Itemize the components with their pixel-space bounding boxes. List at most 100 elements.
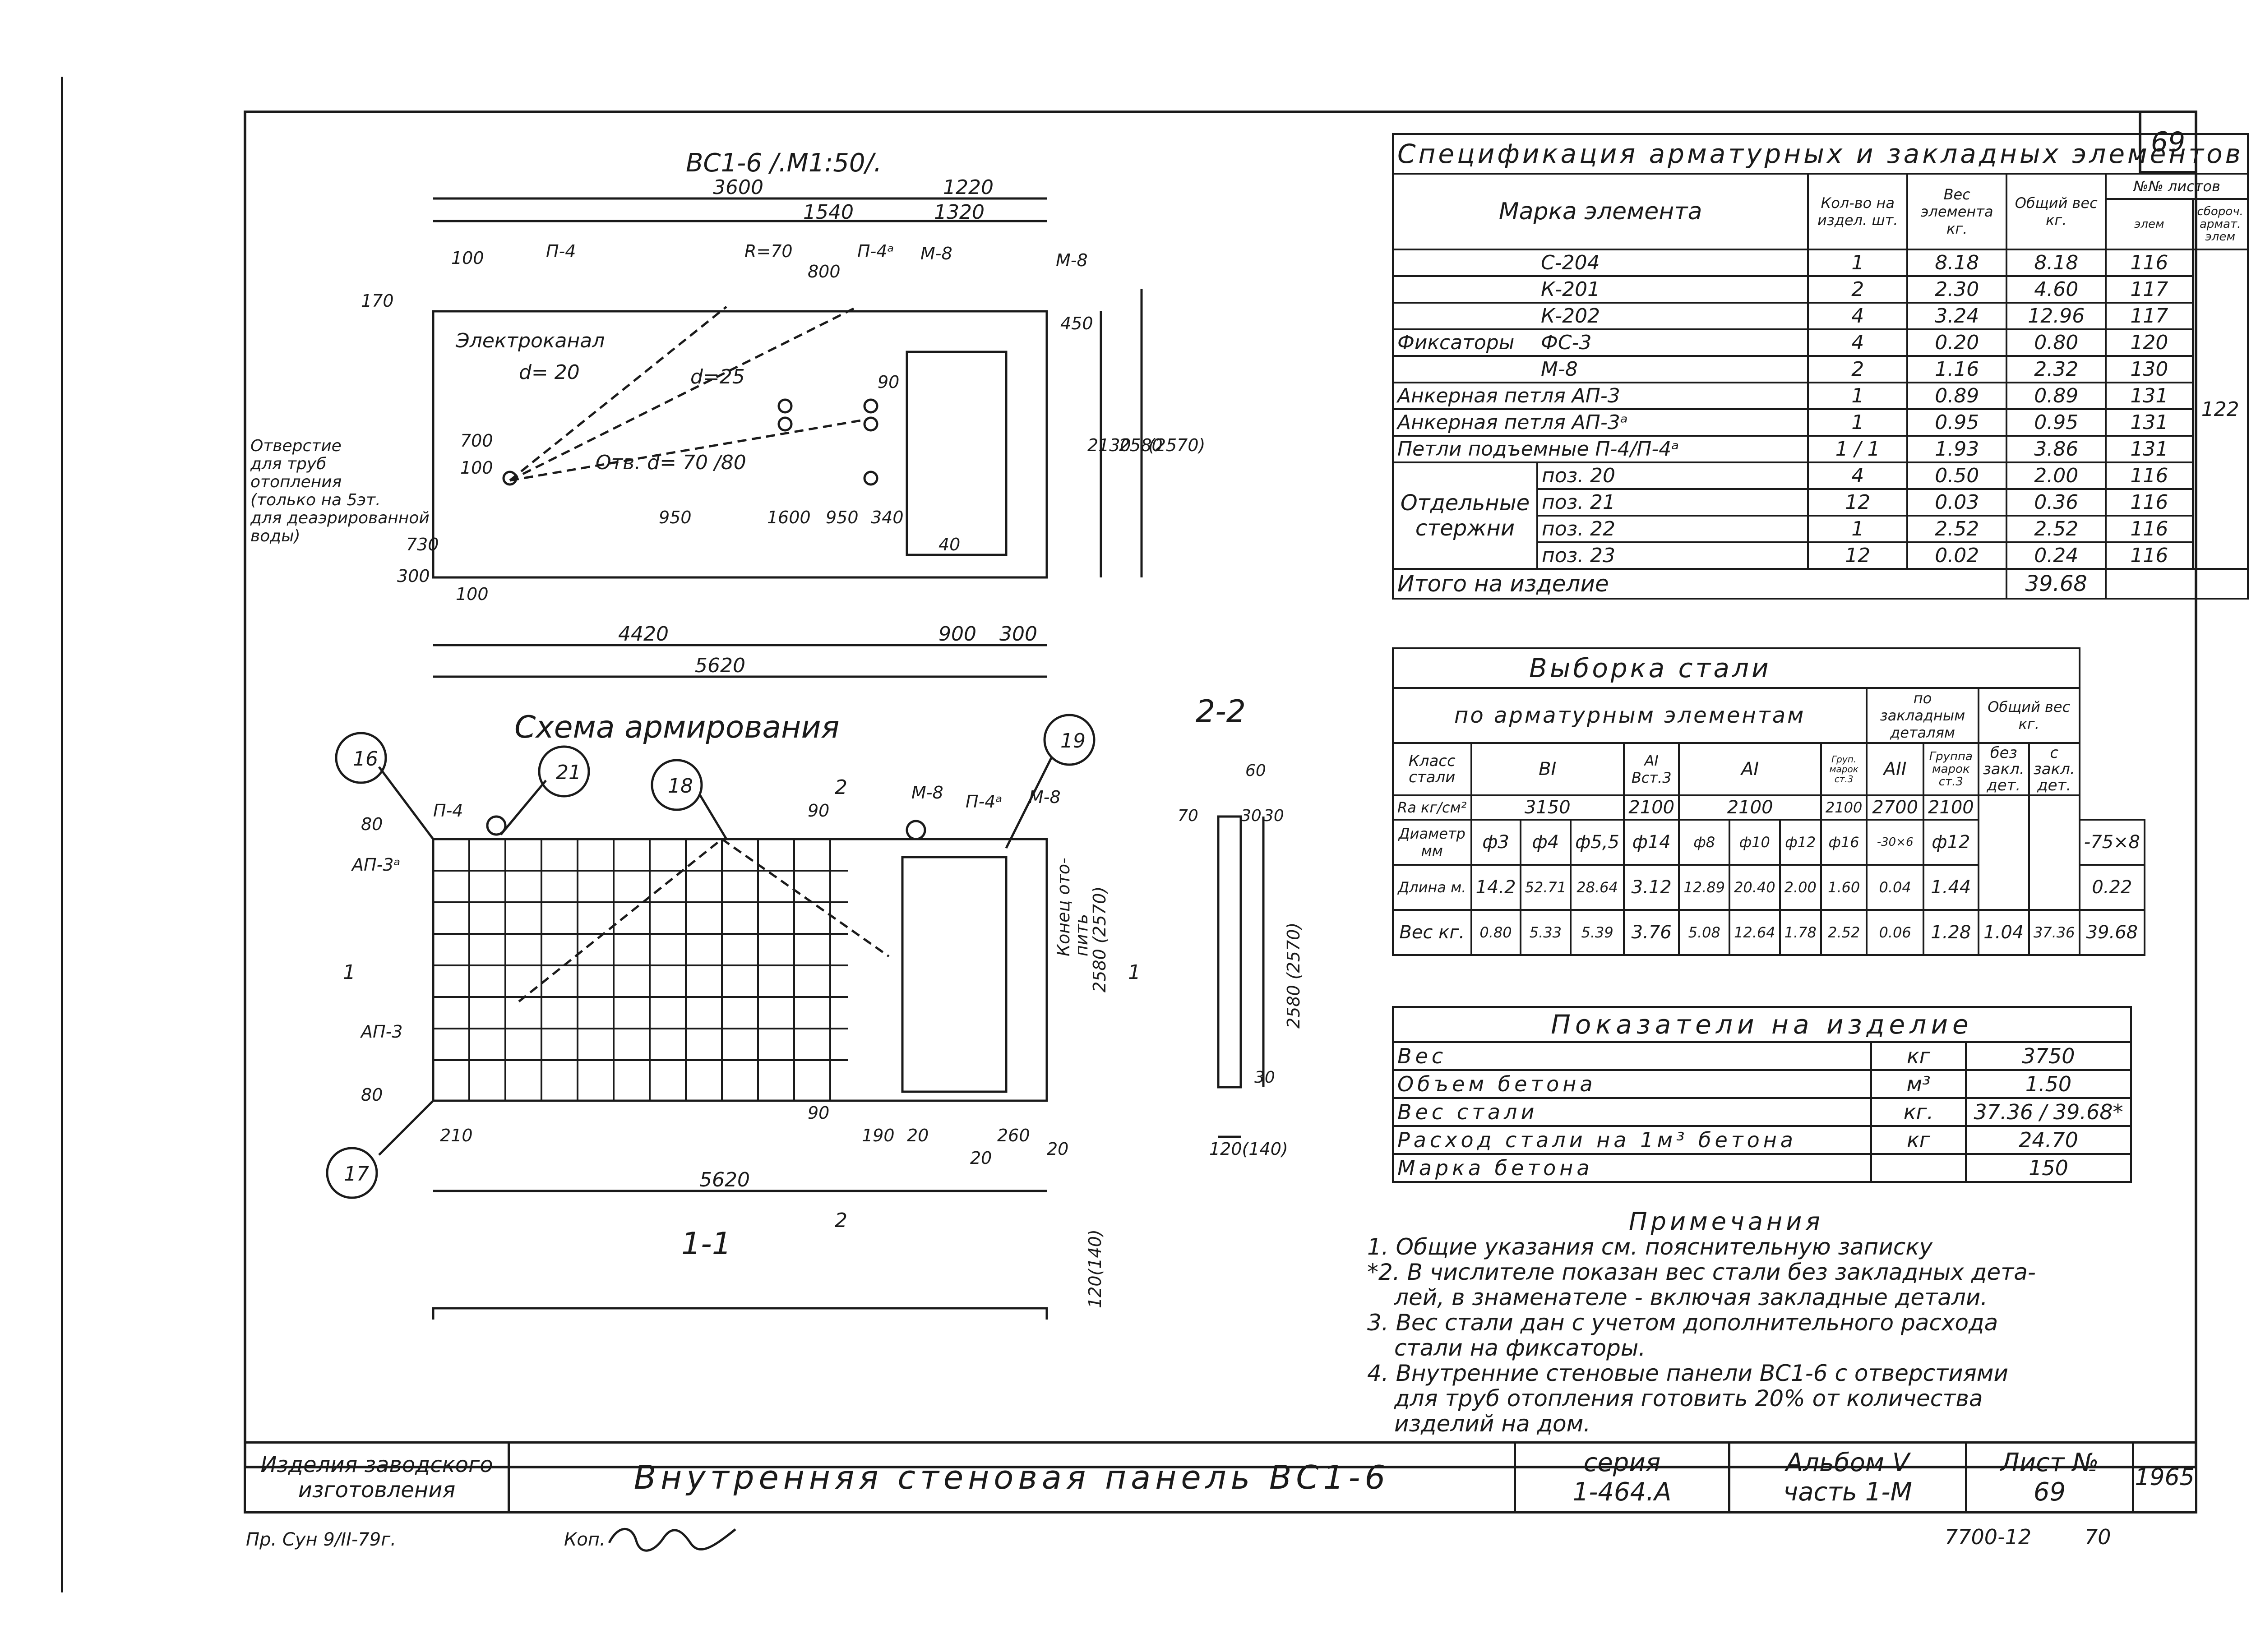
s11-120: 120(140) bbox=[1085, 1229, 1105, 1308]
note-line: 3. Вес стали дан с учетом дополнительног… bbox=[1367, 1310, 1998, 1336]
spec-head-total: Общий вес кг. bbox=[2006, 173, 2107, 250]
sheet-frame bbox=[244, 111, 2197, 1468]
indicators-table: Показатели на изделие Вес кг 3750 Объем … bbox=[1392, 1006, 2132, 1183]
dim-5620-b: 5620 bbox=[699, 1168, 750, 1191]
indicators-title: Показатели на изделие bbox=[1392, 1006, 2132, 1043]
spec-head-mark: Марка элемента bbox=[1392, 173, 1809, 250]
dim-100-b: 100 bbox=[456, 584, 489, 604]
s22-30a: 30 bbox=[1241, 807, 1262, 825]
dim-2130: 2130 bbox=[1087, 435, 1131, 455]
steel-total-weight: Общий вес кг. bbox=[1977, 687, 2080, 744]
s22-120: 120(140) bbox=[1209, 1139, 1288, 1159]
s22-30c: 30 bbox=[1254, 1068, 1275, 1087]
note-line: стали на фиксаторы. bbox=[1394, 1335, 1646, 1361]
steel-total-with-emb: 39.68 bbox=[2078, 909, 2146, 956]
drawing-area: ВС1-6 /.М1:50/. Схема армирования 2-2 1-… bbox=[250, 148, 1304, 1320]
indicator-row: Расход стали на 1м³ бетона кг 24.70 bbox=[1392, 1125, 2132, 1155]
spec-table: Спецификация арматурных и закладных элем… bbox=[1392, 133, 2249, 600]
door-opening bbox=[906, 351, 1008, 556]
note-line: лей, в знаменателе - включая закладные д… bbox=[1394, 1284, 1988, 1311]
notes-block: Примечания 1. Общие указания см. пояснит… bbox=[1367, 1209, 2179, 1437]
dim-340: 340 bbox=[871, 508, 904, 527]
label-ap3: АП-3 bbox=[360, 1022, 402, 1042]
spec-sub-elem: элем bbox=[2105, 198, 2194, 250]
cut-2-bottom: 2 bbox=[835, 1209, 847, 1232]
label-p4a-reinf: П-4ᵃ bbox=[966, 792, 1002, 812]
dim-450: 450 bbox=[1060, 314, 1093, 333]
dim-1220: 1220 bbox=[943, 176, 994, 199]
spec-total-value: 39.68 bbox=[2006, 568, 2107, 600]
note-line: изделий на дом. bbox=[1394, 1411, 1591, 1437]
dim-190: 190 bbox=[862, 1126, 895, 1145]
label-hole-5: для деаэрированной bbox=[250, 509, 430, 527]
tb-year: 1965 bbox=[2132, 1441, 2197, 1514]
indicator-row: Вес стали кг. 37.36 / 39.68* bbox=[1392, 1097, 2132, 1127]
steel-table: Выборка стали по арматурным элементам по… bbox=[1392, 647, 2146, 956]
dim-900: 900 bbox=[938, 623, 976, 646]
label-p4a: П-4ᵃ bbox=[857, 241, 894, 261]
dim-90-reinf-a: 90 bbox=[808, 801, 829, 821]
indicator-row: Объем бетона м³ 1.50 bbox=[1392, 1069, 2132, 1099]
footer-page: 70 bbox=[2085, 1525, 2111, 1549]
callout-18: 18 bbox=[668, 775, 693, 798]
steel-title: Выборка стали bbox=[1392, 647, 2080, 689]
reinf-title: Схема армирования bbox=[514, 710, 840, 745]
label-hole-2: для труб bbox=[250, 455, 326, 473]
label-hole-4: (только на 5эт. bbox=[250, 491, 381, 509]
dim-20-a: 20 bbox=[907, 1126, 929, 1145]
steel-class-label: Класс стали bbox=[1392, 742, 1472, 796]
label-pipe-end-2: пить bbox=[1072, 914, 1091, 956]
spec-title: Спецификация арматурных и закладных элем… bbox=[1392, 133, 2249, 175]
label-d25: d=25 bbox=[690, 365, 745, 388]
steel-diam-label: Диаметр мм bbox=[1392, 819, 1472, 866]
tb-sheet: Лист № 69 bbox=[1965, 1441, 2134, 1514]
dim-210: 210 bbox=[440, 1126, 473, 1145]
label-hole-d70: Отв. d= 70 /80 bbox=[596, 451, 746, 474]
note-line: для труб отопления готовить 20% от колич… bbox=[1394, 1385, 1983, 1412]
label-m8-reinf: М-8 bbox=[911, 783, 943, 803]
label-d20: d= 20 bbox=[519, 361, 580, 384]
section-22-label: 2-2 bbox=[1196, 694, 1246, 729]
indicator-row: Марка бетона 150 bbox=[1392, 1153, 2132, 1183]
dim-170: 170 bbox=[361, 291, 394, 311]
dim-3600: 3600 bbox=[713, 176, 763, 199]
section-11-label: 1-1 bbox=[681, 1226, 731, 1262]
elevation-title: ВС1-6 /.М1:50/. bbox=[686, 148, 882, 178]
reinf-panel bbox=[432, 838, 1048, 1102]
callout-17: 17 bbox=[344, 1163, 369, 1186]
s22-2580: 2580 (2570) bbox=[1284, 923, 1304, 1029]
label-pipe-end-1: Конец ото- bbox=[1054, 858, 1073, 956]
label-p4-reinf: П-4 bbox=[433, 801, 463, 821]
dim-80-b: 80 bbox=[361, 1085, 383, 1105]
steel-by-reinf: по арматурным элементам bbox=[1392, 687, 1868, 744]
label-ap3a: АП-3ᵃ bbox=[351, 855, 400, 875]
dim-20-c: 20 bbox=[1047, 1139, 1068, 1159]
s22-60: 60 bbox=[1245, 761, 1266, 780]
tb-series: серия 1-464.А bbox=[1514, 1441, 1730, 1514]
steel-len-label: Длина м. bbox=[1392, 864, 1472, 911]
dim-300: 300 bbox=[397, 566, 430, 586]
cut-1-left: 1 bbox=[343, 961, 356, 984]
dim-4420: 4420 bbox=[618, 623, 669, 646]
left-margin-line bbox=[61, 77, 63, 1592]
steel-ra-label: Rа кг/см² bbox=[1392, 794, 1472, 821]
note-line: *2. В числителе показан вес стали без за… bbox=[1367, 1259, 2036, 1285]
elevation-panel bbox=[432, 310, 1048, 579]
footer-checked: Пр. Сун 9/II-79г. bbox=[246, 1529, 396, 1550]
dim-700-a: 700 bbox=[460, 431, 493, 451]
spec-head-weight: Вес элемента кг. bbox=[1906, 173, 2008, 250]
dim-100-a: 100 bbox=[460, 458, 493, 478]
dim-5620-a: 5620 bbox=[695, 654, 745, 677]
dim-90: 90 bbox=[878, 372, 899, 392]
note-line: 1. Общие указания см. пояснительную запи… bbox=[1367, 1234, 1933, 1260]
dim-950-b: 950 bbox=[826, 508, 859, 527]
